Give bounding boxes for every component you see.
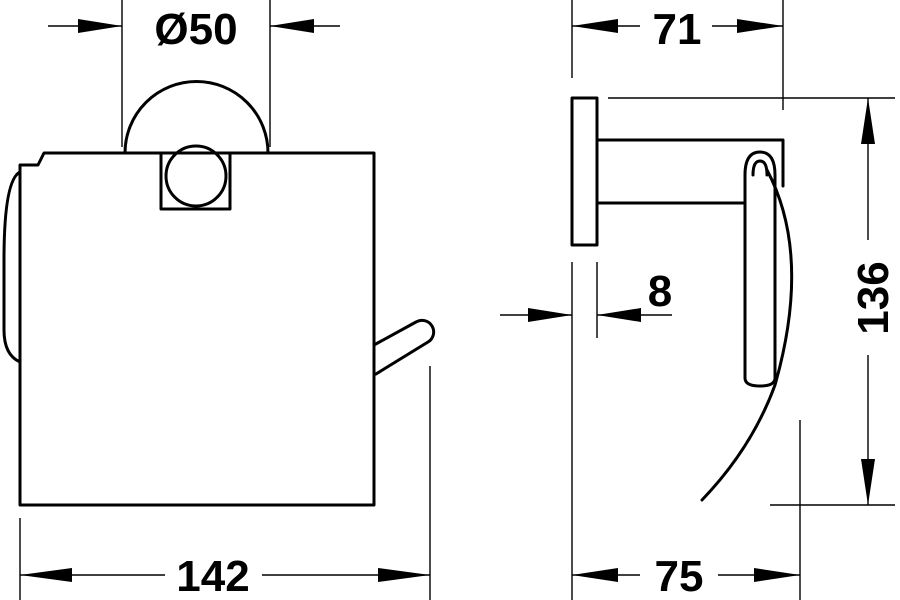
side-wall-plate — [570, 96, 599, 247]
side-arm — [595, 138, 785, 188]
dimension-height: 136 — [608, 97, 898, 506]
dimension-wall-plate: 8 — [500, 262, 672, 600]
dimension-depth-bottom: 75 — [572, 420, 801, 600]
front-wall-mount — [123, 80, 270, 155]
dimension-wall-plate-label: 8 — [648, 267, 672, 316]
dimension-diameter: Ø50 — [48, 0, 340, 147]
front-hinge-pin — [164, 144, 228, 208]
front-roll-edge — [2, 170, 22, 364]
front-hinge-box — [159, 151, 232, 211]
dimension-depth-bottom-label: 75 — [655, 552, 704, 600]
dimension-depth-top: 71 — [571, 0, 784, 110]
side-holder-loop — [743, 150, 777, 388]
dimension-diameter-label: Ø50 — [154, 5, 237, 54]
dimension-width: 142 — [19, 366, 431, 600]
front-cover — [18, 151, 376, 507]
side-view — [570, 96, 794, 502]
dimension-depth-top-label: 71 — [653, 5, 702, 54]
front-view — [2, 80, 436, 507]
dimension-height-label: 136 — [849, 261, 898, 334]
front-lever — [372, 318, 436, 376]
side-cover-flap — [700, 168, 794, 502]
dimension-width-label: 142 — [176, 552, 249, 600]
